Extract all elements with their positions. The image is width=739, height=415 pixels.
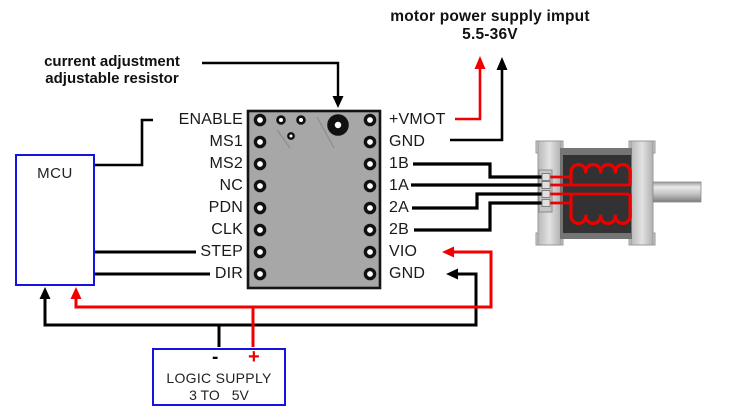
current-adjust-line1: current adjustment [44, 53, 180, 70]
arrow-up-mcu-gnd-icon [39, 287, 51, 299]
pin-label-dir: DIR [214, 265, 243, 282]
logic-supply-range-b: 5V [231, 387, 249, 403]
left-pad-column [253, 113, 267, 281]
wire-1b [413, 162, 549, 179]
logic-supply-range: 3 TO 5V [154, 387, 284, 403]
wire-gnd-supply [450, 69, 504, 142]
wire-vio-bus [74, 250, 493, 309]
mcu-box: MCU [15, 154, 95, 286]
black-arrowheads [39, 57, 508, 299]
red-wires [74, 68, 493, 347]
mcu-label: MCU [37, 165, 73, 182]
motor-shaft [652, 181, 702, 203]
potentiometer-icon [327, 114, 349, 136]
pin-label-vio: VIO [389, 243, 418, 260]
logic-supply-range-a: 3 TO [189, 387, 220, 403]
driver-board [246, 109, 382, 290]
red-arrowheads [70, 56, 486, 299]
black-wires [43, 61, 549, 347]
arrow-left-gnd-icon [446, 268, 458, 280]
current-adjust-line2: adjustable resistor [45, 70, 179, 87]
motor-terminals [541, 173, 551, 207]
wire-2b [414, 201, 549, 232]
pin-label-gnd-bot: GND [389, 265, 426, 282]
wire-2a [412, 192, 549, 210]
pin-label-ms1: MS1 [209, 133, 243, 150]
pin-label-nc: NC [219, 177, 243, 194]
arrow-up-gnd-supply-icon [496, 57, 508, 70]
silkscreen-mark [316, 116, 335, 149]
motor-power-line2: 5.5-36V [462, 26, 518, 43]
pin-label-1a: 1A [389, 177, 409, 194]
pin-label-2b: 2B [389, 221, 409, 238]
right-pad-column [363, 113, 377, 281]
coil-winding-bottom [569, 193, 632, 225]
wire-vmot-supply [455, 68, 482, 121]
arrow-down-pot-icon [332, 96, 344, 108]
pin-label-clk: CLK [211, 221, 243, 238]
silkscreen-mark [276, 129, 291, 149]
pin-label-2a: 2A [389, 199, 409, 216]
minus-terminal-label: - [212, 347, 219, 368]
logic-supply-box: - + LOGIC SUPPLY 3 TO 5V [152, 346, 286, 406]
aux-pads [276, 115, 306, 140]
current-adjust-annotation: current adjustment adjustable resistor [28, 53, 196, 87]
wire-gnd-bus [43, 272, 478, 327]
pin-label-1b: 1B [389, 155, 409, 172]
motor-end-plate-right [630, 140, 654, 246]
pin-label-ms2: MS2 [209, 155, 243, 172]
plus-terminal-label: + [248, 346, 260, 368]
coil-winding-top [569, 163, 632, 187]
motor-power-line1: motor power supply imput [390, 8, 590, 25]
arrow-up-vmot-icon [474, 56, 486, 69]
arrow-left-vio-icon [442, 246, 454, 258]
pin-label-pdn: PDN [208, 199, 243, 216]
driver-module [246, 109, 382, 290]
motor-power-annotation: motor power supply imput 5.5-36V [372, 8, 608, 44]
arrow-up-mcu-vcc-icon [70, 287, 82, 299]
pot-pointer-line [202, 61, 340, 97]
logic-supply-label: LOGIC SUPPLY [166, 370, 272, 386]
pin-label-vmot: +VMOT [389, 111, 446, 128]
wire-enable [95, 118, 153, 167]
pin-label-enable: ENABLE [178, 111, 243, 128]
pin-label-step: STEP [200, 243, 243, 260]
pin-label-gnd-top: GND [389, 133, 426, 150]
motor-coils [550, 163, 632, 225]
